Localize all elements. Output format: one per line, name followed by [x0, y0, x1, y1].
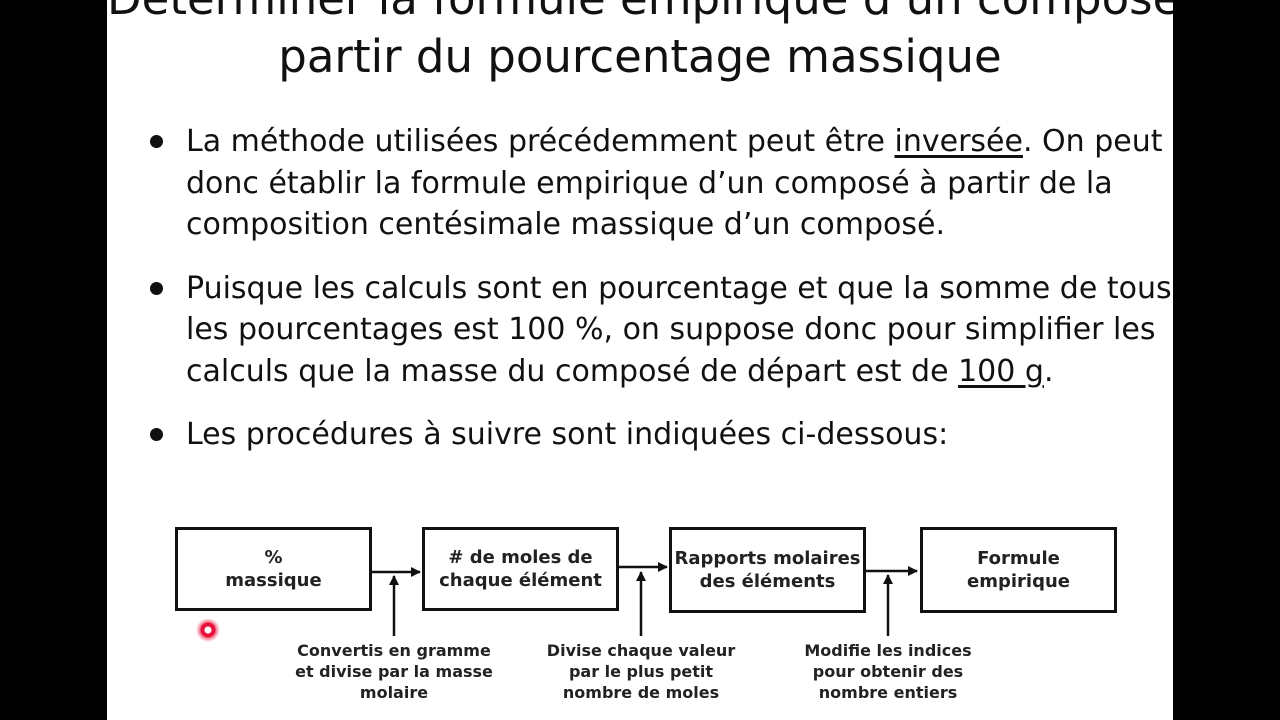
red-pointer-dot-icon: [196, 618, 220, 642]
flow-note-3-line-3: nombre entiers: [818, 683, 958, 702]
slide: Déterminer la formule empirique d’un com…: [107, 0, 1173, 720]
bullet-2-text: calculs que la masse du composé de dépar…: [186, 353, 959, 389]
flow-box-1-line-1: %: [264, 547, 283, 568]
bullet-1-text-end: . On peut: [1022, 124, 1163, 159]
flow-box-4-line-2: empirique: [967, 571, 1070, 592]
bullet-3-line-1: Les procédures à suivre sont indiquées c…: [186, 417, 949, 452]
bullet-dot-icon: [150, 281, 163, 295]
flow-note-2-line-3: nombre de moles: [562, 683, 720, 702]
bullet-1-line-3: composition centésimale massique d’un co…: [186, 207, 946, 242]
flow-box-3-line-2: des éléments: [699, 571, 836, 592]
bullet-2-line-3: calculs que la masse du composé de dépar…: [186, 351, 1153, 393]
flow-note-2: Divise chaque valeur par le plus petit n…: [531, 640, 751, 703]
bullet-1-text: La méthode utilisées précédemment peut ê…: [186, 124, 895, 159]
bullet-2-line-2: les pourcentages est 100 %, on suppose d…: [186, 312, 1156, 347]
flow-note-1-line-1: Convertis en gramme: [297, 641, 491, 660]
bullet-1: La méthode utilisées précédemment peut ê…: [143, 121, 1162, 246]
bullet-2-underlined-value: 100 g: [958, 353, 1044, 389]
flow-box-percent-mass: %massique: [175, 527, 372, 611]
bullet-3: Les procédures à suivre sont indiquées c…: [143, 414, 1153, 456]
flow-note-1-line-2: et divise par la masse: [295, 662, 493, 681]
flow-arrows: [372, 562, 918, 636]
flow-note-2-line-1: Divise chaque valeur: [546, 641, 736, 660]
flow-note-3-line-1: Modifie les indices: [804, 641, 972, 660]
bullet-1-line-2: donc établir la formule empirique d’un c…: [186, 165, 1113, 201]
flow-box-2-line-1: # de moles de: [448, 547, 593, 568]
flow-note-1: Convertis en gramme et divise par la mas…: [284, 640, 504, 703]
bullet-2-line-1: Puisque les calculs sont en pourcentage …: [186, 270, 1172, 306]
slide-title-line-2: partir du pourcentage massique: [278, 30, 1002, 83]
bullet-dot-icon: [150, 428, 163, 441]
bullet-2: Puisque les calculs sont en pourcentage …: [143, 268, 1172, 393]
flow-note-3-line-2: pour obtenir des: [812, 662, 964, 681]
bullet-list: La méthode utilisées précédemment peut ê…: [143, 121, 1172, 478]
bullet-1-line-1: La méthode utilisées précédemment peut ê…: [186, 121, 1162, 163]
flow-box-3-line-1: Rapports molaires: [674, 548, 861, 569]
flow-box-2-line-2: chaque élément: [439, 570, 602, 591]
flow-note-1-line-3: molaire: [359, 683, 429, 702]
flow-note-2-line-2: par le plus petit: [568, 662, 714, 681]
slide-title-line-1: Déterminer la formule empirique d’un com…: [107, 0, 1173, 21]
bullet-dot-icon: [150, 135, 163, 148]
bullet-1-underlined-word: inversée: [894, 124, 1023, 159]
bullet-2-text-end: .: [1043, 353, 1054, 389]
flow-note-3: Modifie les indices pour obtenir des nom…: [778, 640, 998, 703]
flow-box-4-line-1: Formule: [977, 548, 1060, 569]
flow-box-1-line-2: massique: [225, 570, 322, 591]
